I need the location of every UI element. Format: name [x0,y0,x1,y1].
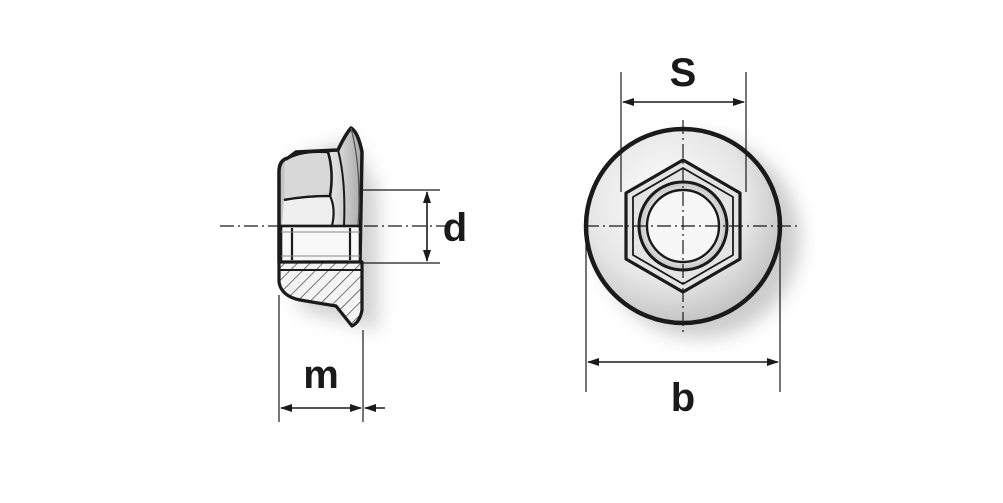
hex-face-lower [282,194,335,228]
side-view [277,126,378,330]
flange-highlight-line [350,127,360,227]
dimension-s: S [620,51,747,192]
hex-face-upper [283,150,333,202]
label-s: S [670,51,697,95]
hatched-section [277,260,364,328]
dimension-d: d [362,189,467,264]
label-m: m [303,353,339,397]
flange-edge-line [337,149,346,227]
dimension-b: b [585,230,781,420]
label-b: b [671,376,695,420]
front-view [583,126,800,338]
dimension-m: m [278,295,385,422]
label-d: d [443,206,467,250]
